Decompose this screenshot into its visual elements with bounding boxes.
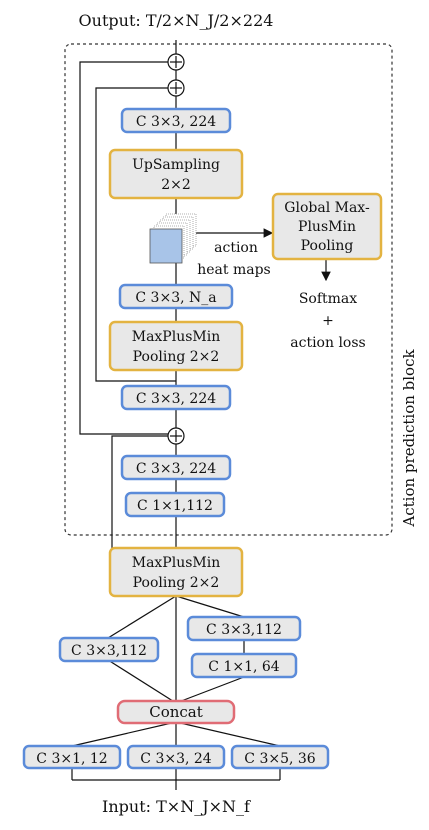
action-prediction-block-frame	[64, 43, 393, 536]
concat-to-right	[175, 721, 281, 747]
global-pool-label-2: PlusMin	[298, 219, 356, 235]
softmax-label-2: +	[322, 313, 334, 329]
conv-3x3-24-box	[126, 744, 226, 770]
conv-1x1-112-label: C 1×1,112	[137, 498, 213, 514]
maxplusmin-outer-box	[108, 546, 244, 598]
global-pool-label-1: Global Max-	[284, 200, 370, 216]
action-prediction-block-label: Action prediction block	[400, 349, 418, 528]
conv-mid-224-label: C 3×3, 224	[136, 391, 216, 407]
input-label: Input: T×N_J×N_f	[102, 797, 251, 816]
conv-left-112-box	[58, 636, 160, 663]
sum-node-second	[167, 79, 185, 97]
branch-right-up	[175, 595, 245, 618]
branch-left-down	[107, 659, 177, 704]
maxplusmin-outer-label-2: Pooling 2×2	[133, 575, 220, 591]
conv-3x1-12-label: C 3×1, 12	[36, 751, 107, 767]
softmax-label-1: Softmax	[299, 291, 357, 307]
upsampling-box	[108, 148, 244, 200]
concat-label: Concat	[149, 703, 203, 721]
conv-top-224-box	[120, 107, 232, 134]
conv-na-box	[118, 283, 234, 310]
heatmap-label-2: heat maps	[197, 262, 271, 278]
upsampling-label-1: UpSampling	[132, 157, 220, 173]
conv-na-label: C 3×3, N_a	[135, 290, 216, 306]
conv-1x1-64-box	[190, 652, 298, 679]
branch-left-up	[107, 595, 177, 639]
conv-1x1-64-label: C 1×1, 64	[208, 659, 280, 675]
conv-3x3-24-label: C 3×3, 24	[140, 751, 212, 767]
output-label: Output: T/2×N_J/2×224	[79, 11, 274, 30]
global-pool-label-3: Pooling	[301, 238, 354, 254]
conv-low-224-box	[120, 454, 232, 481]
conv-right-112-label: C 3×3,112	[206, 622, 282, 638]
concat-to-left	[71, 721, 177, 747]
softmax-label-3: action loss	[290, 335, 365, 351]
conv-1x1-112-box	[124, 491, 226, 518]
conv-top-224-label: C 3×3, 224	[136, 114, 216, 130]
conv-left-112-label: C 3×3,112	[71, 643, 147, 659]
conv-3x5-36-label: C 3×5, 36	[244, 751, 316, 767]
maxplusmin-inner-box	[108, 320, 244, 372]
maxplusmin-inner-label-1: MaxPlusMin	[132, 329, 221, 345]
inner-skip-line	[95, 87, 176, 382]
maxplusmin-inner-label-2: Pooling 2×2	[133, 349, 220, 365]
global-pool-box	[271, 192, 383, 261]
sum-node-top	[167, 53, 185, 71]
heatmap-label-1: action	[214, 240, 258, 256]
conv-3x1-12-box	[22, 744, 122, 770]
outer-skip-line	[79, 61, 176, 435]
branch-right-down	[175, 676, 245, 704]
conv-low-224-label: C 3×3, 224	[136, 461, 216, 477]
conv-right-112-box	[186, 615, 302, 642]
conv-3x5-36-box	[230, 744, 330, 770]
conv-mid-224-box	[120, 384, 232, 411]
sum-node-lower	[167, 427, 185, 445]
maxplusmin-outer-label-1: MaxPlusMin	[132, 555, 221, 571]
upsampling-label-2: 2×2	[161, 177, 191, 193]
heatmap-stack-icon	[149, 213, 197, 264]
concat-box	[116, 699, 236, 725]
